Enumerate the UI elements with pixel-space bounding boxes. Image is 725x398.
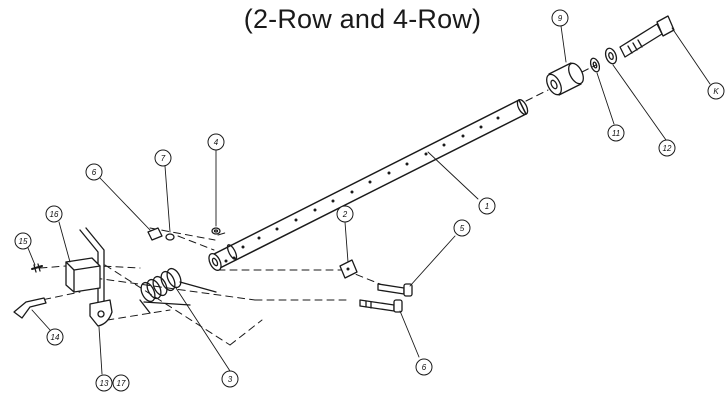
callout-9: 9 bbox=[558, 14, 563, 23]
callout-17: 17 bbox=[117, 379, 126, 388]
callout-15: 15 bbox=[19, 237, 28, 246]
nut-part bbox=[604, 47, 618, 65]
bolt-part bbox=[377, 283, 413, 297]
callout-1: 1 bbox=[485, 202, 489, 211]
bolt-part bbox=[359, 299, 403, 313]
callout-2: 2 bbox=[342, 210, 348, 219]
callout-14: 14 bbox=[51, 333, 60, 342]
pin-part bbox=[13, 263, 47, 319]
callout-13: 13 bbox=[100, 379, 109, 388]
callout-16: 16 bbox=[50, 210, 59, 219]
callout-3: 3 bbox=[228, 375, 233, 384]
assembly-lines bbox=[31, 64, 597, 346]
mounting-bracket bbox=[65, 227, 113, 327]
callout-7: 7 bbox=[161, 154, 166, 163]
callout-4: 4 bbox=[214, 138, 219, 147]
callout-6-bottom: 6 bbox=[422, 363, 427, 372]
callout-circles bbox=[14, 9, 725, 392]
callout-11: 11 bbox=[612, 129, 620, 138]
main-shaft bbox=[208, 98, 529, 271]
torsion-spring bbox=[139, 267, 217, 314]
washer-part bbox=[589, 57, 601, 73]
callout-12: 12 bbox=[663, 144, 672, 153]
callout-labels: 1 2 3 4 5 6 6 7 9 11 12 13 17 14 15 16 K bbox=[19, 14, 720, 388]
small-nut-part bbox=[147, 227, 221, 241]
leader-lines bbox=[27, 25, 711, 375]
callout-K: K bbox=[713, 87, 719, 96]
long-bolt-part bbox=[619, 15, 675, 58]
small-plate-part bbox=[339, 259, 358, 279]
diagram-title: (2-Row and 4-Row) bbox=[243, 4, 482, 34]
bearing-part bbox=[546, 62, 584, 96]
callout-5: 5 bbox=[460, 224, 465, 233]
callout-6-top: 6 bbox=[92, 168, 97, 177]
